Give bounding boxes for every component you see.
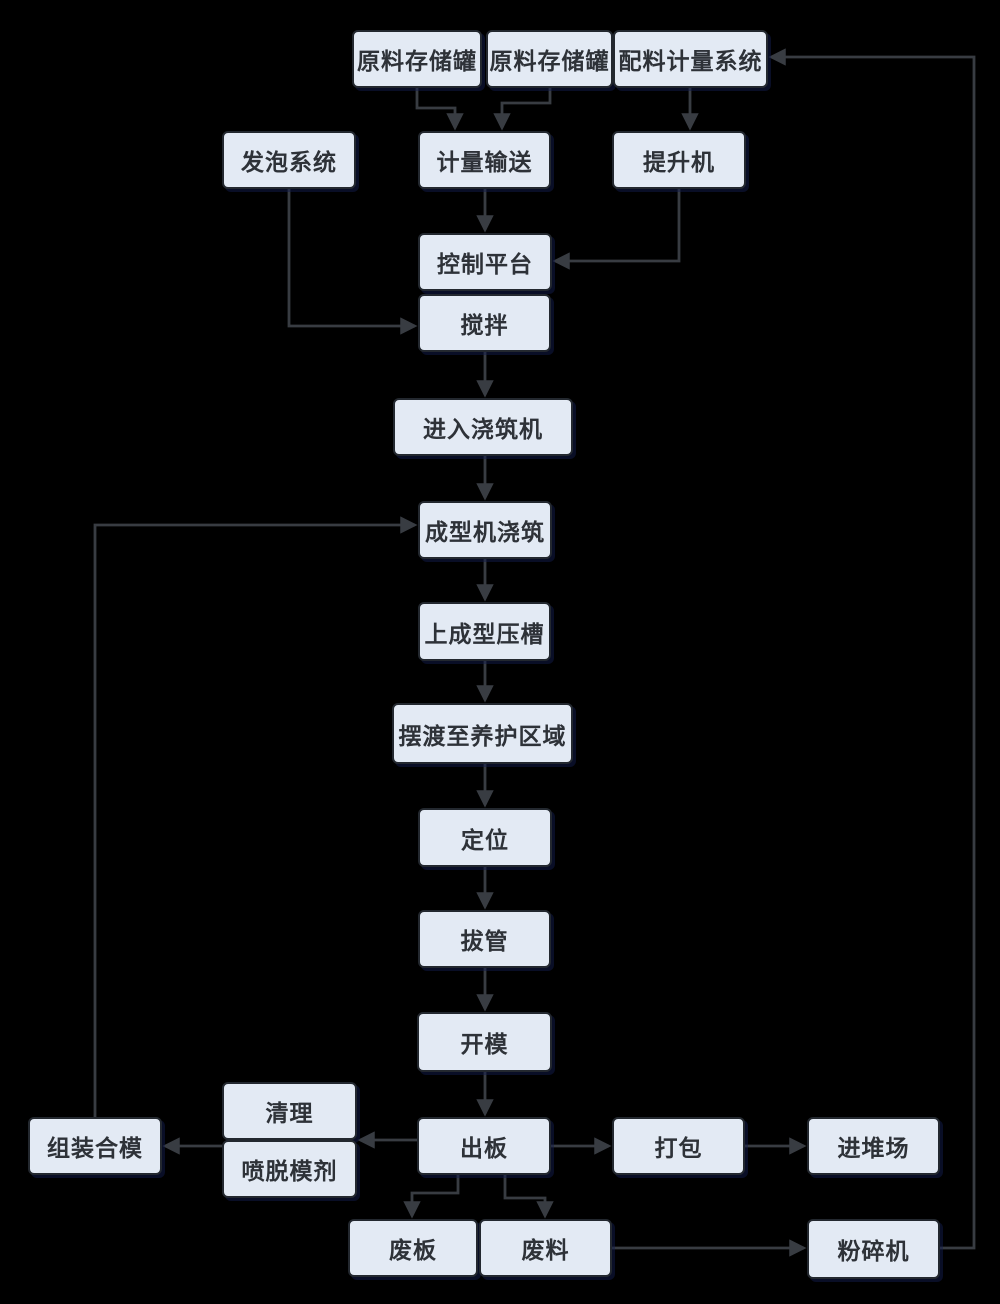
node-cleaning: 清理 xyxy=(222,1082,357,1140)
node-tube-pulling: 拔管 xyxy=(418,910,551,968)
connector-boardoutput-to-wasteboard xyxy=(403,1175,460,1219)
node-batching-system: 配料计量系统 xyxy=(613,30,768,88)
node-tank1: 原料存储罐 xyxy=(352,30,482,88)
connector-tank2-to-metering xyxy=(493,88,552,131)
node-spray-release-agent: 喷脱模剂 xyxy=(222,1140,357,1198)
connector-assemble-to-formingcasting xyxy=(93,516,418,1117)
node-forming-press-groove: 上成型压槽 xyxy=(418,602,551,661)
node-assemble-close-mold: 组装合模 xyxy=(28,1117,162,1175)
node-mixing: 搅拌 xyxy=(418,294,551,352)
node-waste-board: 废板 xyxy=(348,1219,478,1277)
node-ferry-to-curing-area: 摆渡至养护区域 xyxy=(392,703,573,764)
node-foaming-system: 发泡系统 xyxy=(222,131,356,189)
node-positioning: 定位 xyxy=(418,808,552,867)
connector-foaming-to-mixing xyxy=(287,189,418,335)
node-hoist: 提升机 xyxy=(612,131,746,189)
connector-tank1-to-metering xyxy=(415,88,464,131)
connector-crusher-to-batching xyxy=(768,48,976,1250)
node-metering-conveyor: 计量输送 xyxy=(418,131,551,189)
node-control-platform: 控制平台 xyxy=(418,233,552,291)
node-board-output: 出板 xyxy=(417,1117,551,1175)
node-crusher: 粉碎机 xyxy=(807,1219,940,1279)
node-enter-casting-machine: 进入浇筑机 xyxy=(393,398,573,456)
node-tank2: 原料存储罐 xyxy=(486,30,613,88)
node-packing: 打包 xyxy=(612,1117,745,1175)
node-forming-machine-casting: 成型机浇筑 xyxy=(418,501,552,559)
node-into-stockyard: 进堆场 xyxy=(807,1117,940,1175)
connector-boardoutput-to-wastematerial xyxy=(503,1175,554,1219)
node-mold-opening: 开模 xyxy=(417,1012,552,1072)
node-waste-material: 废料 xyxy=(479,1219,612,1277)
connector-hoist-to-control xyxy=(552,189,681,270)
